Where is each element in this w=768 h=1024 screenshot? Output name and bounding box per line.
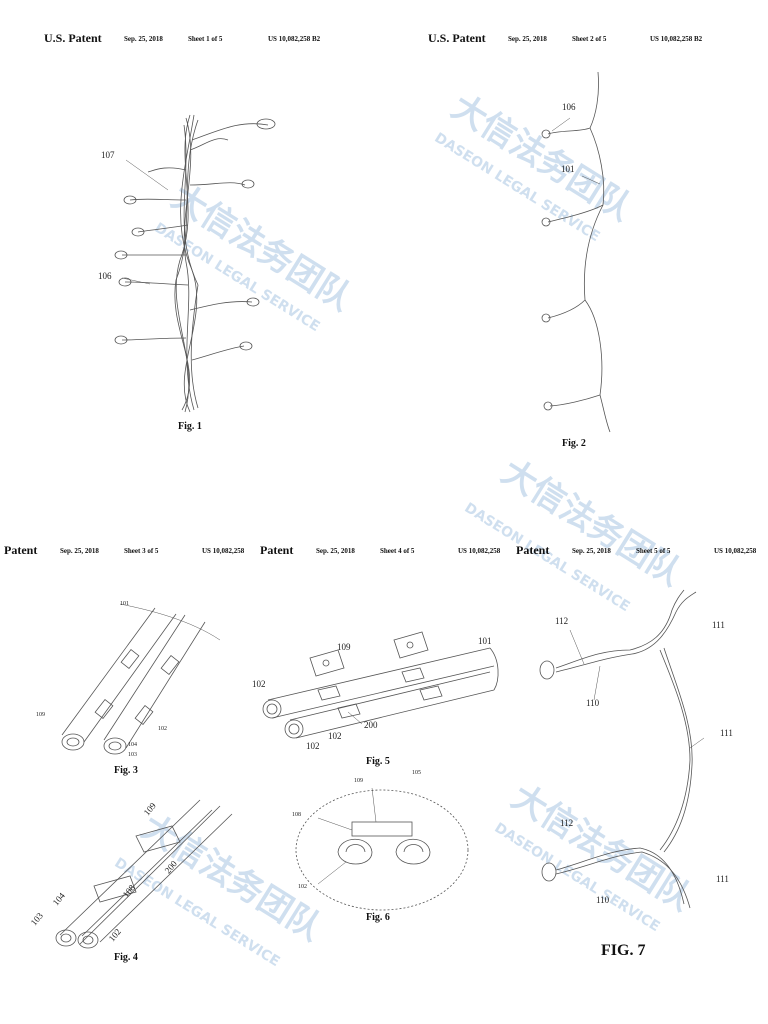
- patent-number: US 10,082,258: [714, 547, 757, 555]
- ref-label: 108: [292, 812, 301, 818]
- patent-title: Patent: [260, 543, 294, 557]
- patent-number: US 10,082,258 B2: [268, 35, 321, 43]
- ref-label: 102: [306, 741, 320, 751]
- sheet-number: Sheet 1 of 5: [188, 35, 223, 43]
- ref-label: 104: [128, 742, 137, 748]
- fig5-drawing: [262, 631, 499, 739]
- ref-label: 111: [716, 874, 729, 884]
- ref-label: 109: [337, 642, 351, 652]
- ref-label: 110: [586, 698, 600, 708]
- patent-date: Sep. 25, 2018: [572, 547, 611, 555]
- ref-label: 102: [328, 731, 342, 741]
- patent-date: Sep. 25, 2018: [316, 547, 355, 555]
- fig3-drawing: [61, 603, 221, 755]
- sheet-number: Sheet 2 of 5: [572, 35, 607, 43]
- patent-date: Sep. 25, 2018: [60, 547, 99, 555]
- patent-title: Patent: [4, 543, 38, 557]
- figure-caption: Fig. 3: [114, 765, 138, 776]
- ref-label: 101: [561, 164, 575, 174]
- fig4-drawing: [55, 799, 233, 949]
- ref-label: 109: [354, 778, 363, 784]
- sheet-number: Sheet 3 of 5: [124, 547, 159, 555]
- patent-number: US 10,082,258: [202, 547, 245, 555]
- fig7-drawing: [539, 589, 705, 909]
- fig2-drawing: [541, 71, 611, 433]
- ref-label: 103: [128, 752, 137, 758]
- fig1-drawing: [114, 114, 276, 413]
- patent-number: US 10,082,258 B2: [650, 35, 703, 43]
- ref-label: 200: [364, 720, 378, 730]
- ref-label: 110: [596, 895, 610, 905]
- figure-caption: Fig. 5: [366, 756, 390, 767]
- figure-caption: Fig. 6: [366, 912, 390, 923]
- patent-title: Patent: [516, 543, 550, 557]
- figure-caption: Fig. 2: [562, 438, 586, 449]
- ref-label: 111: [712, 620, 725, 630]
- ref-label: 106: [98, 271, 112, 281]
- ref-label: 111: [720, 728, 733, 738]
- ref-label: 102: [298, 884, 307, 890]
- patent-date: Sep. 25, 2018: [124, 35, 163, 43]
- fig6-drawing: [295, 787, 469, 911]
- ref-label: 109: [36, 712, 45, 718]
- ref-label: 112: [560, 818, 574, 828]
- ref-label: 105: [412, 770, 421, 776]
- patent-title: U.S. Patent: [428, 31, 486, 45]
- figure-caption: Fig. 1: [178, 421, 202, 432]
- ref-label: 101: [120, 601, 129, 607]
- patent-date: Sep. 25, 2018: [508, 35, 547, 43]
- sheet-number: Sheet 5 of 5: [636, 547, 671, 555]
- ref-label: 112: [555, 616, 569, 626]
- figure-caption: Fig. 4: [114, 952, 138, 963]
- sheet-number: Sheet 4 of 5: [380, 547, 415, 555]
- ref-label: 102: [252, 679, 266, 689]
- ref-label: 102: [158, 726, 167, 732]
- patent-number: US 10,082,258: [458, 547, 501, 555]
- ref-label: 101: [478, 636, 492, 646]
- patent-title: U.S. Patent: [44, 31, 102, 45]
- figure-caption: FIG. 7: [601, 942, 646, 959]
- ref-label: 107: [101, 150, 115, 160]
- ref-label: 106: [562, 102, 576, 112]
